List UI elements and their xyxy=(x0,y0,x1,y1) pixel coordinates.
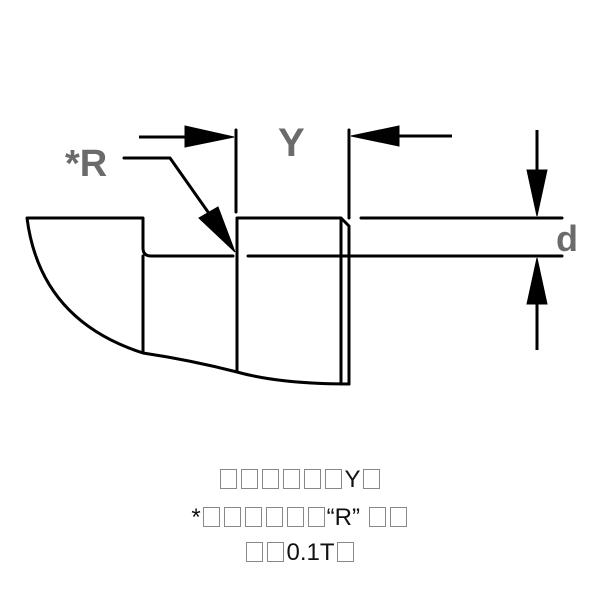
caption-text: “R” xyxy=(326,504,367,531)
missing-glyph-box xyxy=(389,507,407,527)
missing-glyph-box xyxy=(244,507,262,527)
missing-glyph-box xyxy=(220,469,238,489)
missing-glyph-box xyxy=(283,469,301,489)
missing-glyph-box xyxy=(241,469,259,489)
missing-glyph-box xyxy=(223,507,241,527)
d-arrowhead-top-icon xyxy=(526,169,548,217)
width-label: Y xyxy=(278,121,305,165)
missing-glyph-box xyxy=(304,469,322,489)
r-arrowhead-icon xyxy=(198,206,236,253)
missing-glyph-box xyxy=(246,542,264,562)
missing-glyph-box xyxy=(368,507,386,527)
missing-glyph-box xyxy=(202,507,220,527)
y-arrowhead-left-icon xyxy=(184,125,235,148)
y-arrowhead-right-icon xyxy=(350,125,400,147)
missing-glyph-box xyxy=(286,507,304,527)
d-arrowhead-bottom-icon xyxy=(526,257,548,305)
shoulder-outline xyxy=(235,216,351,386)
left-part-outline xyxy=(25,216,351,386)
missing-glyph-box xyxy=(362,469,380,489)
caption-text: Y xyxy=(344,466,361,493)
caption-line-1: Y xyxy=(0,465,600,495)
caption-line-2: * “R” xyxy=(0,503,600,533)
missing-glyph-box xyxy=(325,469,343,489)
missing-glyph-box xyxy=(267,542,285,562)
missing-glyph-box xyxy=(336,542,354,562)
missing-glyph-box xyxy=(262,469,280,489)
caption-text: 0.1T xyxy=(286,539,335,566)
radius-label: *R xyxy=(65,143,107,185)
caption-text: * xyxy=(191,504,201,531)
caption-line-3: 0.1T xyxy=(0,538,600,568)
r-leader-line xyxy=(122,156,210,214)
missing-glyph-box xyxy=(307,507,325,527)
depth-label: d xyxy=(556,218,578,259)
missing-glyph-box xyxy=(265,507,283,527)
